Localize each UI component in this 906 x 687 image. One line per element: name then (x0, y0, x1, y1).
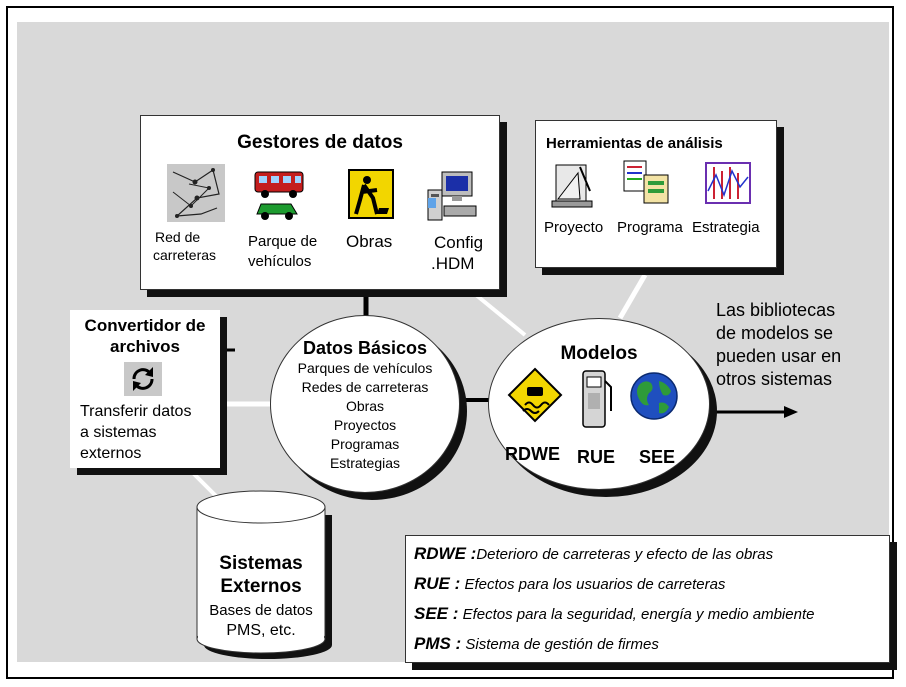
database-cylinder (196, 490, 332, 659)
legend-desc: Sistema de gestión de firmes (461, 636, 659, 653)
legend-term: PMS : (414, 634, 462, 653)
modelos-title: Modelos (560, 343, 638, 364)
project-icon (551, 164, 593, 208)
red-label-2: carreteras (153, 247, 217, 263)
convertidor-text-2: a sistemas (80, 424, 157, 441)
legend-desc: Efectos para los usuarios de carreteras (460, 576, 726, 593)
roadwork-icon (348, 169, 394, 219)
convertidor-title-1: Convertidor de (84, 316, 206, 335)
sistemas-title-2: Externos (220, 576, 302, 597)
datos-line-4: Proyectos (333, 417, 397, 433)
obras-label: Obras (346, 232, 393, 251)
datos-line-2: Redes de carreteras (301, 379, 429, 395)
see-label: SEE (639, 447, 676, 467)
legend-rdwe: RDWE :Deterioro de carreteras y efecto d… (414, 544, 773, 564)
modelos-circle: Modelos RDWE RUE SEE (488, 318, 710, 490)
datos-basicos-title: Datos Básicos (302, 338, 428, 358)
legend-term: RDWE : (414, 544, 477, 563)
fuel-pump-icon (582, 370, 612, 428)
strategy-chart-icon (705, 162, 751, 204)
bibliotecas-line-1: Las bibliotecas (716, 300, 836, 320)
slippery-road-sign-icon (507, 367, 563, 423)
arrow-head (784, 406, 798, 418)
gestores-title: Gestores de datos (237, 132, 403, 153)
gestores-box: Gestores de datos Red de carreteras Parq… (140, 115, 500, 290)
bibliotecas-line-2: de modelos se (716, 323, 834, 343)
legend-desc: Deterioro de carreteras y efecto de las … (476, 546, 774, 563)
bibliotecas-line-3: pueden usar en (716, 346, 842, 366)
legend-see: SEE : Efectos para la seguridad, energía… (414, 604, 814, 624)
parque-label-1: Parque de (248, 233, 318, 250)
bibliotecas-line-4: otros sistemas (716, 369, 833, 389)
red-label-1: Red de (155, 229, 201, 245)
sistemas-line-2: PMS, etc. (226, 622, 296, 639)
programa-label: Programa (617, 219, 683, 236)
line-gestores-modelos (468, 288, 527, 337)
line-herramientas-modelos (617, 273, 648, 320)
legend-term: RUE : (414, 574, 461, 593)
vehicles-icon (254, 171, 304, 220)
legend-desc: Efectos para la seguridad, energía y med… (458, 606, 815, 623)
convertidor-text-1: Transferir datos (80, 403, 192, 420)
sistemas-line-1: Bases de datos (209, 602, 313, 619)
legend-pms: PMS : Sistema de gestión de firmes (414, 634, 659, 654)
proyecto-label: Proyecto (544, 219, 604, 236)
rue-label: RUE (577, 447, 616, 467)
refresh-icon (124, 362, 162, 396)
config-label-2: .HDM (431, 254, 475, 273)
datos-line-6: Estrategias (329, 455, 401, 471)
parque-label-2: vehículos (248, 253, 312, 270)
herramientas-box: Herramientas de análisis Proyecto Progra… (535, 120, 777, 268)
estrategia-label: Estrategia (692, 219, 760, 236)
program-icon (623, 160, 669, 204)
convertidor-text-3: externos (80, 445, 142, 462)
legend-term: SEE : (414, 604, 459, 623)
config-label-1: Config (434, 233, 484, 252)
datos-line-5: Programas (330, 436, 400, 452)
datos-line-3: Obras (345, 398, 385, 414)
rdwe-label: RDWE (505, 444, 560, 464)
datos-line-1: Parques de vehículos (297, 360, 433, 376)
computer-icon (427, 171, 477, 221)
legend-rue: RUE : Efectos para los usuarios de carre… (414, 574, 725, 594)
road-network-icon (167, 164, 225, 222)
globe-icon (630, 372, 678, 420)
convertidor-box: Convertidor de archivos Transferir datos… (70, 310, 220, 468)
datos-basicos-circle: Datos Básicos Parques de vehículos Redes… (270, 315, 460, 493)
convertidor-title-2: archivos (110, 337, 180, 356)
legend-box: RDWE :Deterioro de carreteras y efecto d… (405, 535, 890, 663)
herramientas-title: Herramientas de análisis (546, 135, 723, 152)
sistemas-title-1: Sistemas (219, 553, 303, 574)
